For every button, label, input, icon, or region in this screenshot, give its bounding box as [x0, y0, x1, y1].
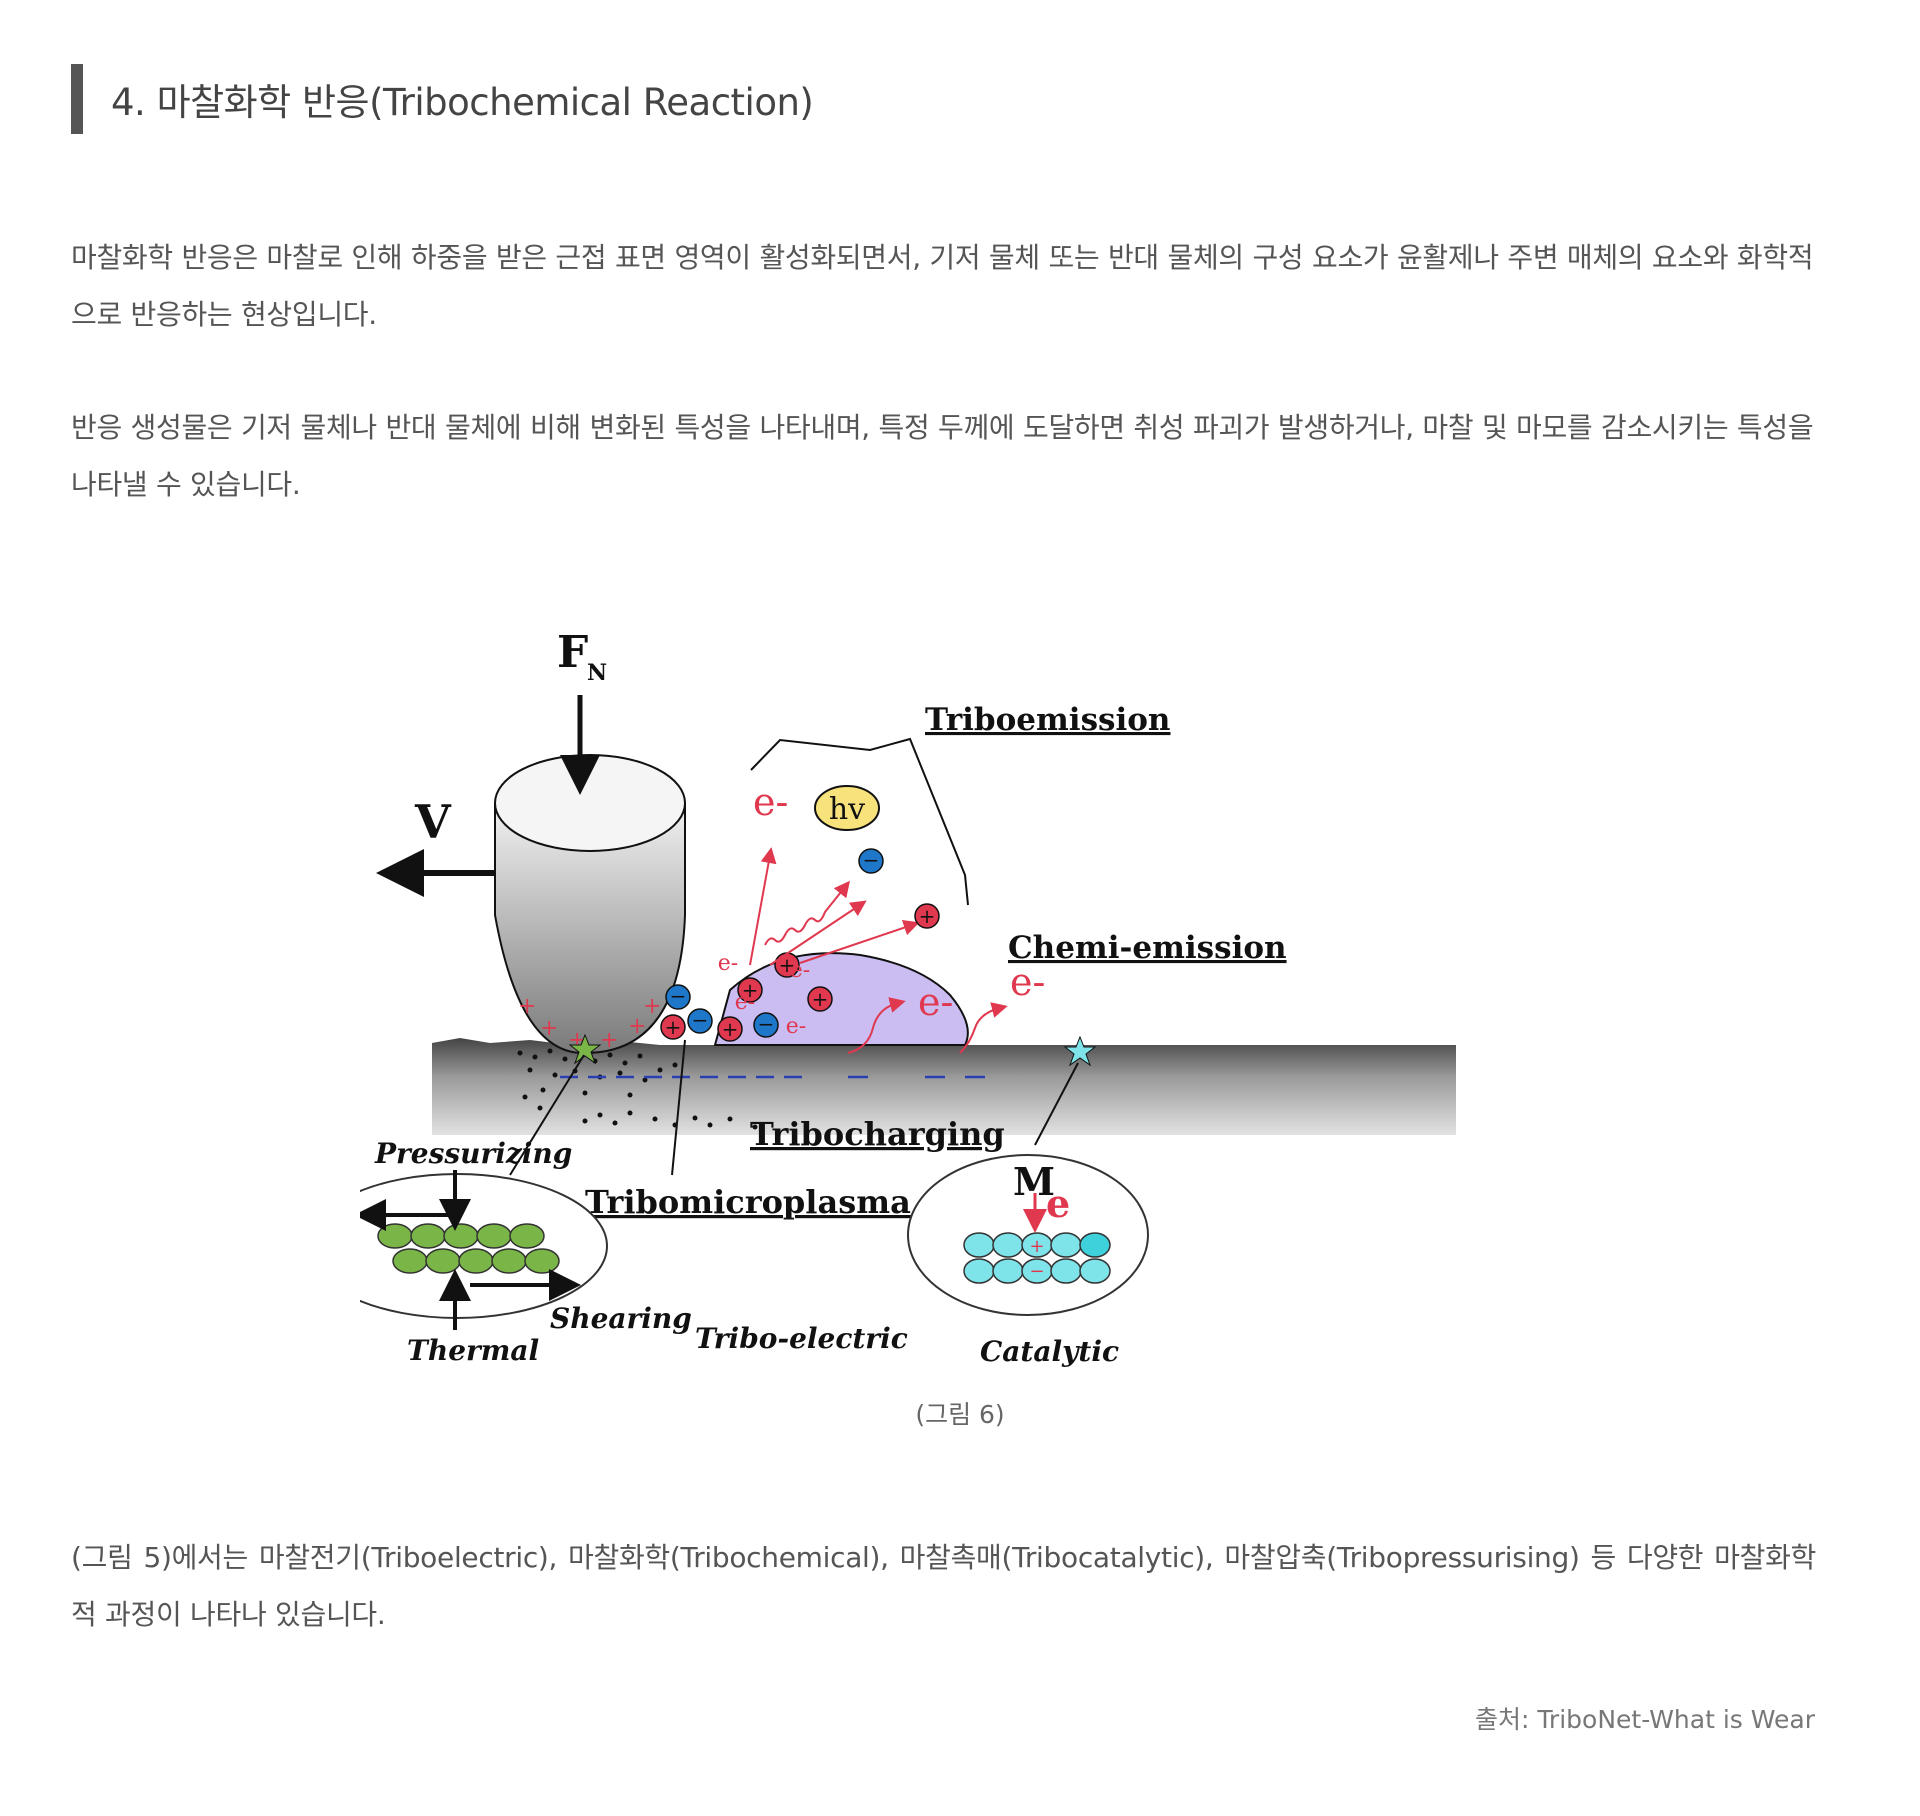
thermal-label: Thermal [407, 1334, 539, 1367]
svg-text:+: + [779, 953, 796, 977]
svg-text:+: + [919, 904, 936, 928]
shearing-label: Shearing [550, 1302, 692, 1335]
svg-text:+: + [518, 994, 536, 1019]
paragraph-intro: 마찰화학 반응은 마찰로 인해 하중을 받은 근접 표면 영역이 활성화되면서,… [71, 241, 1814, 331]
pressurizing-label: Pressurizing [374, 1137, 572, 1170]
chemi-electron-label-1: e- [918, 980, 953, 1024]
tribochemistry-figure: ++ ++ ++ F N V + + + + + − − − e- e- e- … [306, 615, 1530, 1385]
tribomicroplasma-leader [671, 1039, 686, 1176]
chemi-electron-label-2: e- [1010, 960, 1045, 1004]
svg-text:−: − [758, 1012, 775, 1036]
heading-text: 4. 마찰화학 반응(Tribochemical Reaction) [111, 81, 814, 124]
slider-pin [494, 754, 686, 1055]
velocity-label: V [414, 795, 452, 849]
catalyst-electron-label: e [1046, 1181, 1070, 1226]
figure-caption: (그림 6) [915, 1400, 1005, 1429]
substrate-surface [432, 1038, 1456, 1135]
force-subscript: N [587, 660, 607, 686]
svg-text:e-: e- [790, 958, 810, 983]
svg-text:+: + [1029, 1236, 1044, 1257]
triboemission-bracket [750, 737, 969, 906]
svg-text:+: + [540, 1016, 558, 1041]
svg-text:−: − [692, 1008, 709, 1032]
catalytic-inset: + − [907, 1154, 1149, 1316]
emitted-electron-label: e- [753, 780, 788, 824]
svg-text:+: + [722, 1017, 739, 1041]
tribocharging-label: Tribocharging [750, 1115, 1005, 1153]
cation-icon [914, 903, 940, 929]
svg-text:−: − [1029, 1261, 1044, 1282]
svg-text:+: + [665, 1015, 682, 1039]
svg-text:+: + [812, 987, 829, 1011]
svg-text:+: + [628, 1014, 646, 1039]
triboelectric-label: Tribo-electric [695, 1322, 908, 1355]
section-heading: 4. 마찰화학 반응(Tribochemical Reaction) [71, 64, 814, 134]
photon-label: hv [829, 792, 865, 827]
catalytic-label: Catalytic [980, 1335, 1119, 1368]
catalytic-leader [1034, 1062, 1079, 1146]
tribomicroplasma-label: Tribomicroplasma [585, 1183, 911, 1221]
svg-text:e-: e- [735, 990, 755, 1015]
paragraph-products: 반응 생성물은 기저 물체나 반대 물체에 비해 변화된 특성을 나타내며, 특… [71, 411, 1814, 501]
paragraph-figure-description: (그림 5)에서는 마찰전기(Triboelectric), 마찰화학(Trib… [71, 1541, 1816, 1631]
anion-icon [858, 848, 884, 874]
chemiemission-label: Chemi-emission [1008, 930, 1287, 966]
force-label: F [557, 627, 588, 678]
heading-accent-bar [71, 64, 83, 134]
source-credit: 출처: TriboNet-What is Wear [1474, 1705, 1815, 1734]
svg-text:+: + [600, 1028, 618, 1053]
catalyst-metal-label: M [1013, 1159, 1055, 1204]
svg-text:−: − [863, 848, 880, 872]
emission-arrows [749, 847, 1008, 1054]
svg-text:+: + [643, 994, 661, 1019]
pressurizing-inset [306, 1170, 608, 1330]
cyan-star-icon [1063, 1035, 1097, 1067]
svg-text:−: − [670, 984, 687, 1008]
photon-badge [814, 785, 880, 831]
svg-text:e-: e- [718, 951, 738, 976]
green-star-icon [568, 1033, 602, 1065]
plasma-particles: + + + + + − − − e- e- e- e- [660, 951, 833, 1042]
svg-text:+: + [742, 978, 759, 1002]
svg-text:e-: e- [786, 1014, 806, 1039]
triboemission-label: Triboemission [925, 702, 1170, 738]
pressurizing-leader [509, 1054, 585, 1176]
